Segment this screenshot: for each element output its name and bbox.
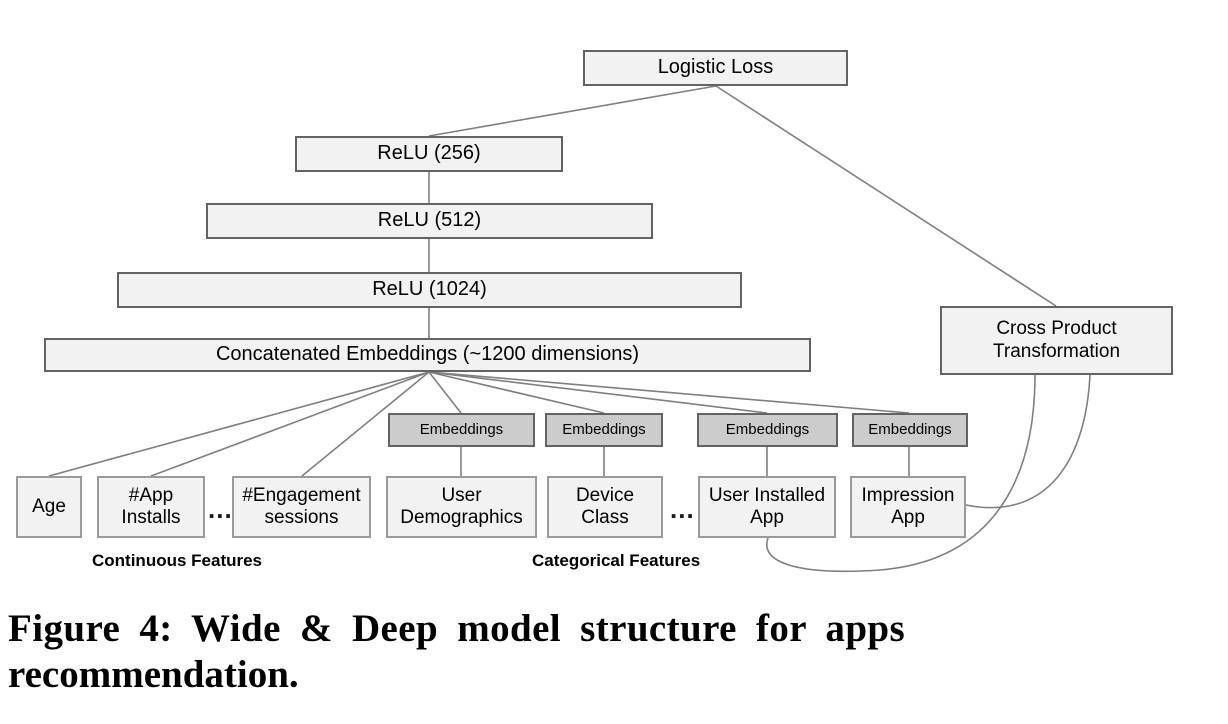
node-label: Embeddings	[419, 421, 504, 439]
node-feature-user-demographics[interactable]: User Demographics	[386, 476, 537, 538]
ellipsis-categorical-features: ...	[670, 494, 695, 524]
node-logistic-loss[interactable]: Logistic Loss	[583, 50, 848, 86]
node-label: Embeddings	[725, 421, 810, 439]
node-label: ReLU (512)	[377, 209, 482, 232]
node-label: User Demographics	[400, 484, 523, 528]
node-label: Cross Product Transformation	[992, 318, 1121, 362]
node-label: Embeddings	[562, 421, 646, 439]
node-label: Impression App	[861, 484, 955, 528]
node-label: Embeddings	[868, 421, 952, 439]
caption-line-2: recommendation.	[8, 653, 299, 697]
node-feature-impression-app[interactable]: Impression App	[850, 476, 966, 538]
figure-caption: Figure 4: Wide & Deep model structure fo…	[8, 606, 1213, 698]
node-embeddings-device-class[interactable]: Embeddings	[545, 413, 663, 447]
node-label: Device Class	[575, 484, 635, 528]
node-embeddings-user-demographics[interactable]: Embeddings	[388, 413, 535, 447]
node-relu-256[interactable]: ReLU (256)	[295, 136, 563, 172]
node-relu-512[interactable]: ReLU (512)	[206, 203, 653, 239]
node-label: ReLU (256)	[377, 142, 481, 165]
group-label-continuous-features: Continuous Features	[92, 551, 263, 570]
node-feature-device-class[interactable]: Device Class	[547, 476, 663, 538]
node-feature-app-installs[interactable]: #App Installs	[97, 476, 205, 538]
node-embeddings-user-installed-app[interactable]: Embeddings	[697, 413, 838, 447]
node-label: ReLU (1024)	[372, 278, 487, 301]
node-feature-age[interactable]: Age	[16, 476, 82, 538]
ellipsis-continuous-features: ...	[208, 494, 233, 524]
node-concatenated-embeddings[interactable]: Concatenated Embeddings (~1200 dimension…	[44, 338, 811, 372]
node-label: User Installed App	[708, 484, 826, 528]
node-label: #App Installs	[121, 484, 181, 528]
node-label: Age	[32, 495, 66, 517]
node-cross-product-transformation[interactable]: Cross Product Transformation	[940, 306, 1173, 375]
group-label-categorical-features: Categorical Features	[532, 551, 701, 570]
node-feature-engagement-sessions[interactable]: #Engagement sessions	[232, 476, 371, 538]
node-relu-1024[interactable]: ReLU (1024)	[117, 272, 742, 308]
node-embeddings-impression-app[interactable]: Embeddings	[852, 413, 968, 447]
node-feature-user-installed-app[interactable]: User Installed App	[698, 476, 836, 538]
node-label: Logistic Loss	[657, 56, 774, 79]
node-label: Concatenated Embeddings (~1200 dimension…	[215, 343, 640, 366]
caption-line-1: Figure 4: Wide & Deep model structure fo…	[8, 607, 906, 650]
node-label: #Engagement sessions	[242, 484, 361, 528]
